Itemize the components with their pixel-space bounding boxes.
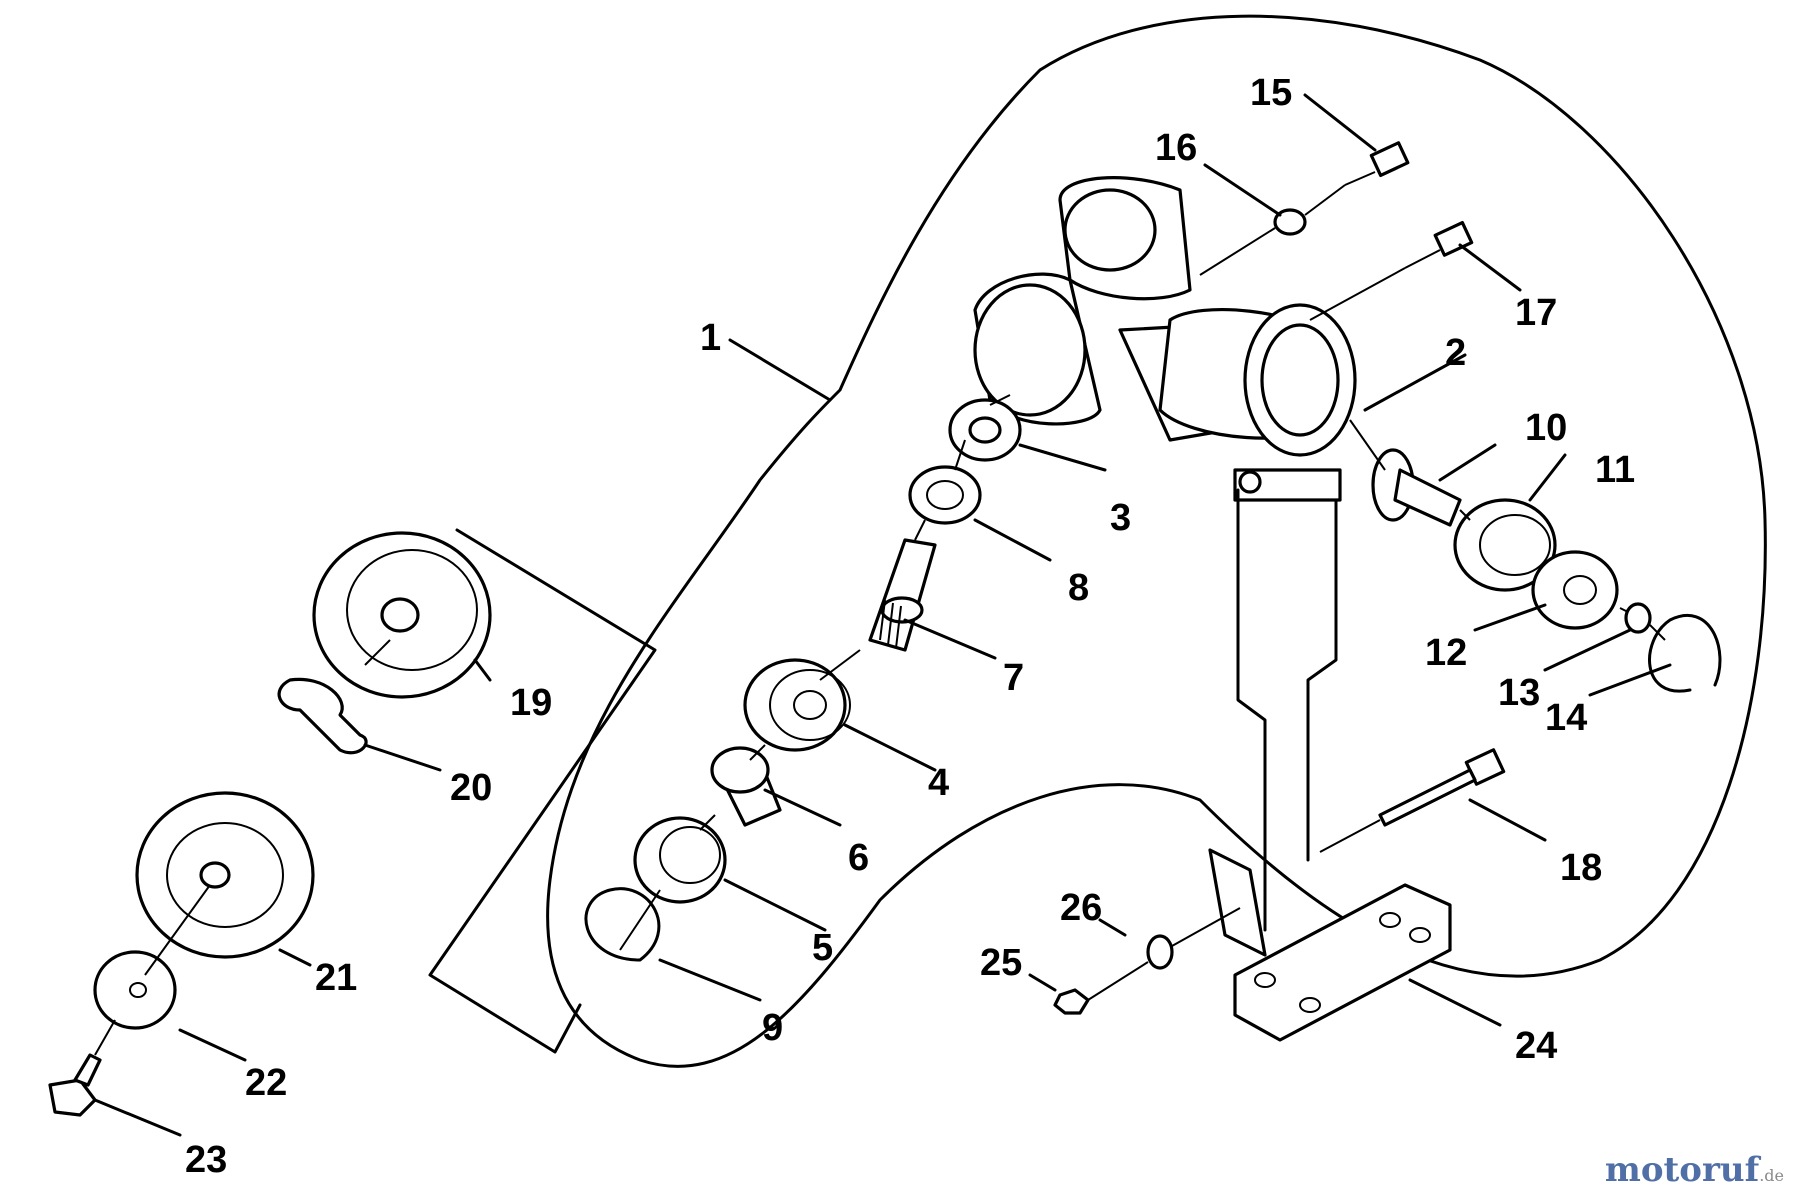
bearing-11 <box>1453 498 1557 592</box>
washer-26 <box>1146 934 1174 970</box>
callout-23: 23 <box>185 1139 227 1181</box>
washer-13 <box>1624 602 1652 634</box>
callout-25: 25 <box>980 942 1022 984</box>
callout-11: 11 <box>1595 449 1635 491</box>
bolt-15 <box>1344 141 1410 186</box>
callout-15: 15 <box>1250 72 1292 114</box>
watermark-logo: motoruf.de <box>1605 1150 1784 1190</box>
bolt-17 <box>1404 220 1474 269</box>
group-bracket <box>428 528 657 1054</box>
mounting-bracket <box>1208 848 1452 1042</box>
snap-ring-9 <box>584 887 661 962</box>
callout-2: 2 <box>1445 332 1466 374</box>
bolt-18 <box>1378 748 1506 827</box>
nut-25 <box>1053 988 1090 1015</box>
callout-18: 18 <box>1560 847 1602 889</box>
callout-16: 16 <box>1155 127 1197 169</box>
spindle-shaft <box>868 538 937 652</box>
leader-lines <box>93 93 1672 1137</box>
washer-16 <box>1273 208 1307 236</box>
clutch-cup <box>312 531 492 699</box>
callout-20: 20 <box>450 767 492 809</box>
lock-plate <box>277 677 368 755</box>
center-lines <box>94 184 1666 1056</box>
callout-12: 12 <box>1425 632 1467 674</box>
callout-labels: 1 2 3 4 5 6 7 8 9 10 11 12 13 14 15 16 1… <box>185 72 1635 1181</box>
bearing-12 <box>1531 550 1619 630</box>
bearing-small <box>948 398 1022 462</box>
callout-10: 10 <box>1525 407 1567 449</box>
callout-26: 26 <box>1060 887 1102 929</box>
watermark-tld: .de <box>1759 1166 1784 1185</box>
pinion-gear-shaft <box>1371 448 1462 527</box>
callout-14: 14 <box>1545 697 1587 739</box>
callout-21: 21 <box>315 957 357 999</box>
callout-3: 3 <box>1110 497 1131 539</box>
spacer <box>710 746 782 827</box>
assembly-outline <box>546 14 1767 1068</box>
collar-22 <box>93 950 177 1030</box>
callout-9: 9 <box>762 1007 783 1049</box>
bolt-23 <box>48 1053 102 1117</box>
callout-1: 1 <box>700 317 721 359</box>
callout-19: 19 <box>510 682 552 724</box>
callout-5: 5 <box>812 927 833 969</box>
blade-disc <box>135 791 315 959</box>
callout-17: 17 <box>1515 292 1557 334</box>
bearing-large <box>743 658 851 752</box>
snap-ring-14 <box>1648 613 1722 693</box>
watermark-text: motoruf <box>1604 1150 1760 1190</box>
bevel-gear <box>908 465 982 525</box>
callout-24: 24 <box>1515 1025 1557 1067</box>
gear-case-housing <box>973 176 1357 932</box>
callout-4: 4 <box>928 762 949 804</box>
callout-8: 8 <box>1068 567 1089 609</box>
callout-6: 6 <box>848 837 869 879</box>
callout-13: 13 <box>1498 672 1540 714</box>
callout-22: 22 <box>245 1062 287 1104</box>
callout-7: 7 <box>1003 657 1024 699</box>
oil-seal <box>633 816 727 904</box>
